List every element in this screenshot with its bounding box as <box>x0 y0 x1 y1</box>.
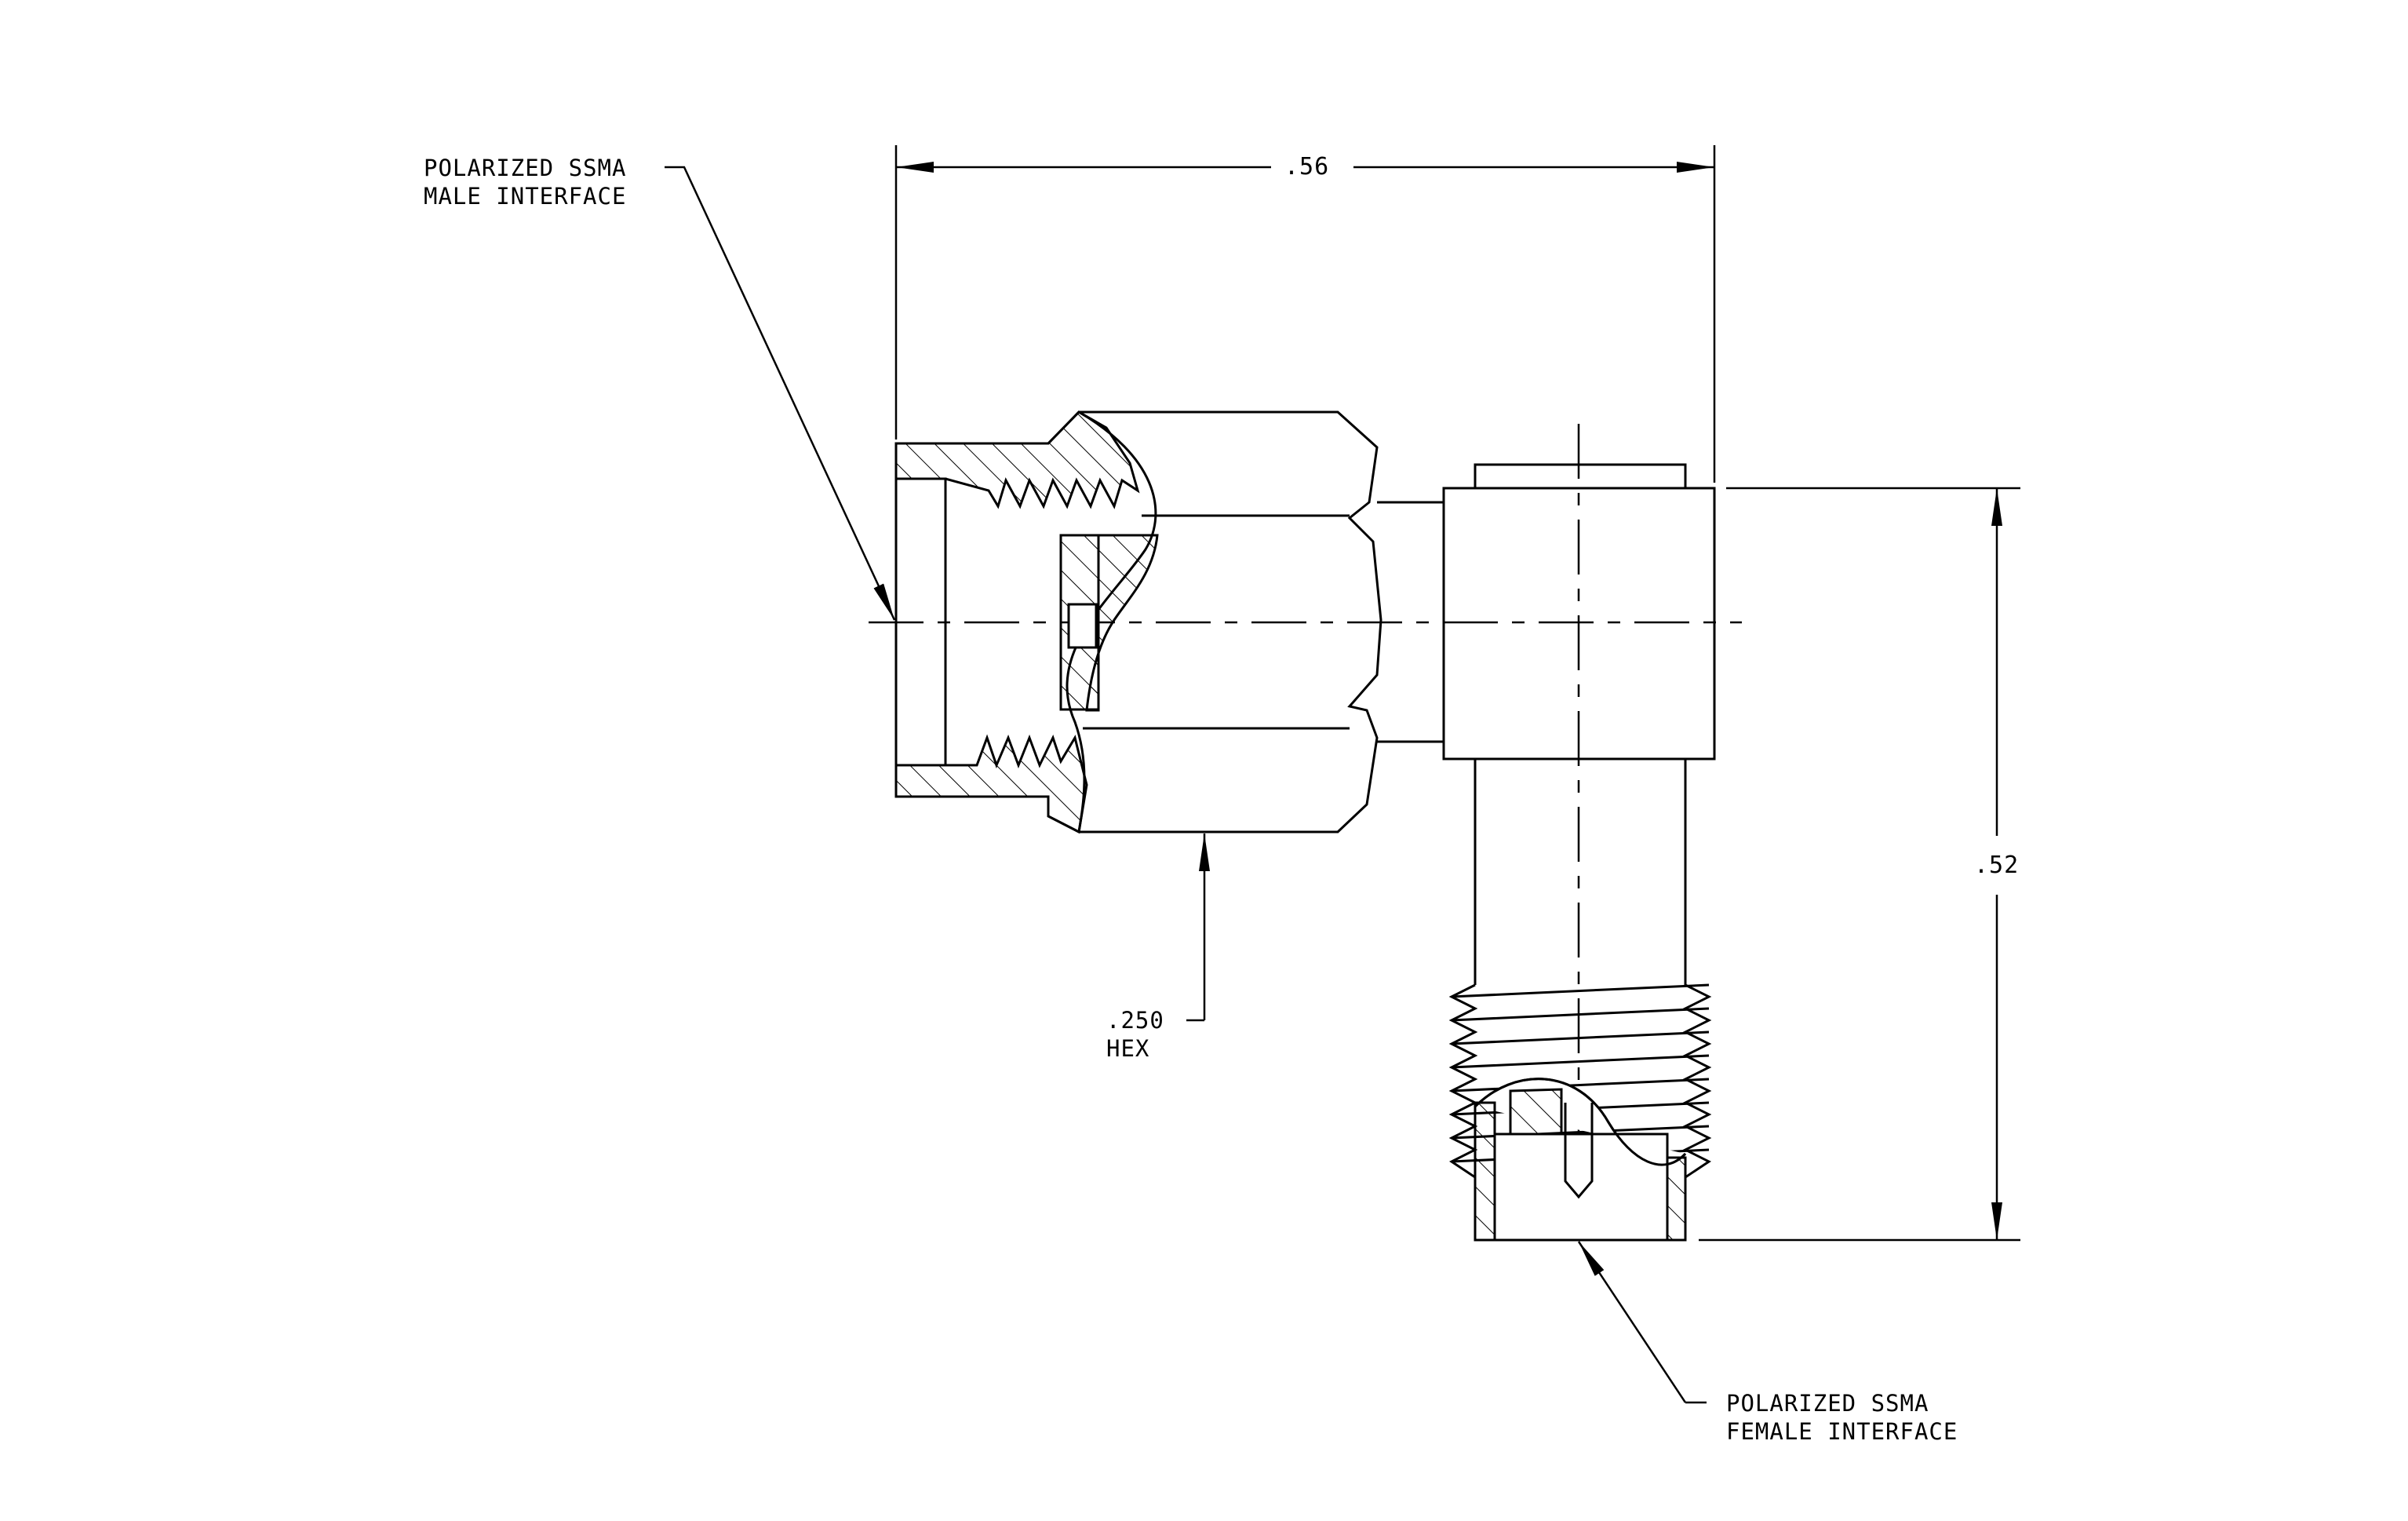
female-leg <box>1448 759 1712 1242</box>
coupling-nut-section <box>894 410 1383 834</box>
female-interface-label-line1: POLARIZED SSMA <box>1726 1390 1929 1417</box>
extension-lines <box>894 145 2020 1242</box>
leader-lines <box>665 166 1707 1404</box>
hex-size-label: .250 <box>1106 1007 1164 1034</box>
male-interface-label-line2: MALE INTERFACE <box>424 183 627 210</box>
hex-unit-label: HEX <box>1106 1035 1150 1062</box>
male-interface-label-line1: POLARIZED SSMA <box>424 155 627 181</box>
female-interface-label-line2: FEMALE INTERFACE <box>1726 1418 1958 1445</box>
center-lines <box>869 424 1742 1209</box>
height-dimension-label: .52 <box>1974 852 2020 879</box>
connector-body <box>1377 463 1716 760</box>
width-dimension-label: .56 <box>1284 153 1330 181</box>
